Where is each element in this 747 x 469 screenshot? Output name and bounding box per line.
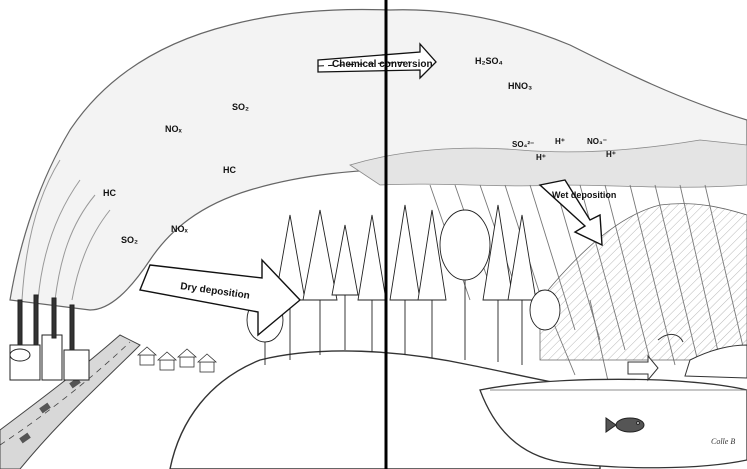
highway [0,334,141,469]
no3-label: NO₃⁻ [587,137,607,146]
artist-signature: Colle B [711,437,735,446]
so4-label: SO₄²⁻ [512,140,534,149]
nox-top-label: NOₓ [165,124,183,134]
dry-deposition-arrow-icon [139,258,302,337]
chemical-conversion-arrow-icon [317,42,437,80]
factory-icon [9,294,90,381]
hc-mid-label: HC [223,165,236,175]
h-plus-label-2: H⁺ [536,153,546,162]
nox-low-label: NOₓ [171,224,189,234]
so2-low-label: SO₂ [121,235,138,245]
village [136,346,218,373]
fish-icon [605,417,645,433]
hno3-label: HNO₃ [508,81,532,91]
distant-hills [539,203,747,361]
chemical-conversion-label: Chemical conversion [332,59,433,70]
wet-deposition-arrow-icon [538,179,603,247]
lake-arrow-icon [627,333,684,382]
h-plus-label-3: H⁺ [606,150,616,159]
tree-icon [246,204,561,365]
cloud-underside [349,139,747,188]
h2so4-label: H₂SO₄ [475,56,503,66]
hc-left-label: HC [103,188,116,198]
so2-top-label: SO₂ [232,102,249,112]
smoke-plumes [21,159,111,301]
wet-deposition-label: Wet deposition [552,190,616,200]
h-plus-label-1: H⁺ [555,137,565,146]
